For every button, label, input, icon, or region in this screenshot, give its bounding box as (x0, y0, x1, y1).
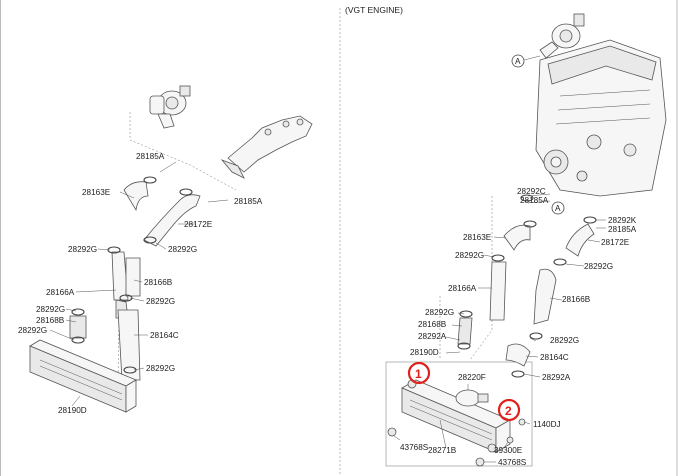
reference-marker-a-bottom: A (551, 201, 565, 215)
part-label: 28166B (562, 295, 591, 304)
part-label: 28163E (463, 233, 492, 242)
left-assembly: 28185A 28163E 28185A 28172E 28292G 28292… (18, 85, 313, 415)
hose-28164C-left (117, 309, 141, 381)
part-label: 28190D (410, 348, 439, 357)
engine-block (535, 39, 667, 197)
turbocharger-left (149, 85, 191, 129)
part-label: 28185A (136, 152, 165, 161)
hose-28166A-left (111, 251, 129, 301)
part-label: 28168B (36, 316, 65, 325)
part-label: 28292A (542, 373, 571, 382)
part-label: 28292G (146, 297, 175, 306)
part-label: 28292G (550, 336, 579, 345)
part-label: 28292G (18, 326, 47, 335)
part-label: 28185A (234, 197, 263, 206)
part-label: 28190D (58, 406, 87, 415)
part-label: 28292G (584, 262, 613, 271)
part-label: 28292G (36, 305, 65, 314)
part-label: 28166A (448, 284, 477, 293)
intercooler-detail-box (385, 361, 533, 467)
nut-43768S (387, 427, 397, 437)
part-label: 28166A (46, 288, 75, 297)
part-label: 28166B (144, 278, 173, 287)
hose-28163E-left (123, 181, 149, 212)
nut-43768S (475, 457, 485, 467)
hose-28172E-left (143, 194, 201, 247)
hose-28168B-left (69, 315, 87, 339)
part-label: 28164C (150, 331, 179, 340)
actuator-28220F (455, 389, 489, 407)
part-label: 28292C (517, 187, 546, 196)
part-label: 39300E (494, 446, 523, 455)
callout-1: 1 (407, 361, 431, 385)
hose-28166B-right (533, 268, 557, 325)
callout-2: 2 (497, 398, 521, 422)
part-label: 28172E (601, 238, 630, 247)
part-label: 28164C (540, 353, 569, 362)
part-label: 28185A (608, 225, 637, 234)
part-label: 28292G (425, 308, 454, 317)
part-label: 43768S (400, 443, 429, 452)
bolt-1140DJ (518, 418, 526, 426)
part-label: 28168B (418, 320, 447, 329)
part-label: 28172E (184, 220, 213, 229)
callout-number: 2 (505, 404, 512, 418)
part-label: 28185A (520, 196, 549, 205)
part-label: 43768S (498, 458, 527, 467)
part-label: 28292G (455, 251, 484, 260)
part-label: 28292G (168, 245, 197, 254)
reference-marker-label: A (555, 204, 561, 213)
part-label: 28292A (418, 332, 447, 341)
intercooler-left (29, 339, 137, 413)
right-assembly: A A (385, 13, 667, 467)
turbocharger-right (539, 13, 585, 59)
hose-28172E-right (565, 223, 595, 257)
sensor-39300E (506, 436, 514, 444)
part-label: 1140DJ (533, 420, 561, 429)
hose-28164C-right (505, 343, 531, 367)
part-label: 28292G (146, 364, 175, 373)
reference-marker-label: A (515, 57, 521, 66)
hose-28166A-right (489, 261, 507, 321)
engine-variant-title: (VGT ENGINE) (345, 5, 403, 15)
left-dashed-outline (129, 112, 237, 191)
hose-28168B-right (457, 317, 473, 345)
part-label: 28220F (458, 373, 486, 382)
part-label: 28292K (608, 216, 637, 225)
reference-marker-a-top: A (511, 54, 541, 68)
part-label: 28292G (68, 245, 97, 254)
part-label: 28271B (428, 446, 457, 455)
hose-28166B-left (125, 257, 141, 297)
hose-28163E-right (503, 224, 531, 251)
callout-number: 1 (415, 367, 422, 381)
part-label: 28163E (82, 188, 111, 197)
intercooler-right (401, 379, 511, 453)
manifold-left (220, 115, 313, 179)
